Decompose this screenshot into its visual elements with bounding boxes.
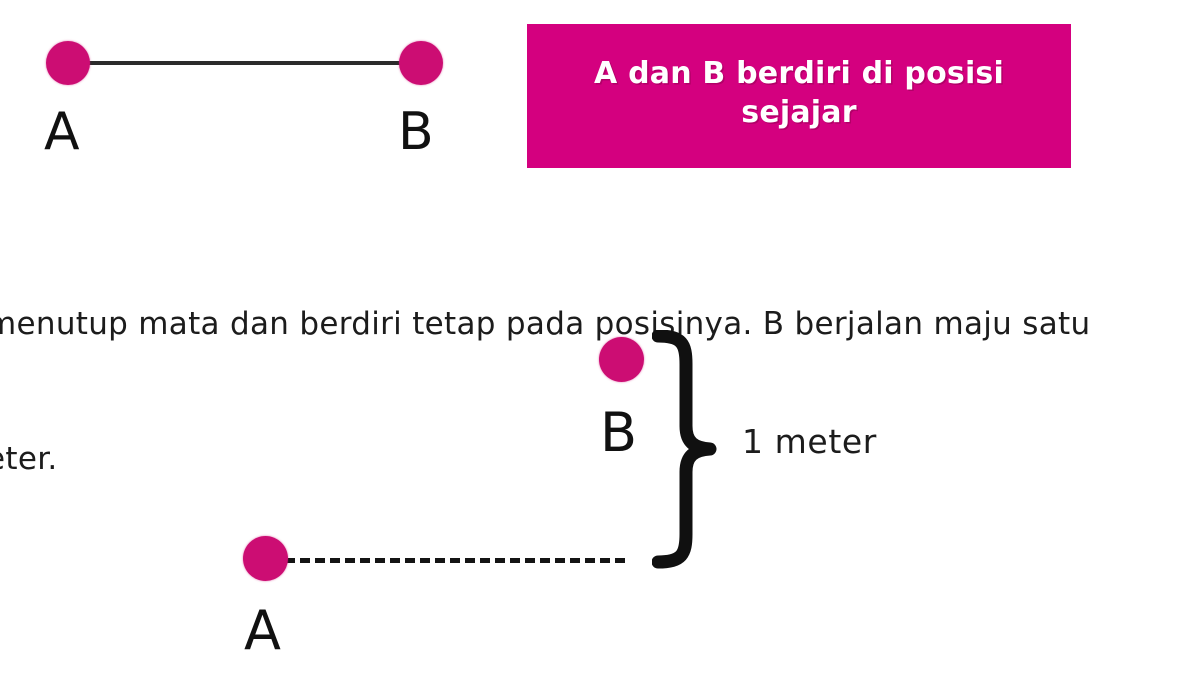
callout-banner: A dan B berdiri di posisi sejajar [527,24,1071,168]
bottom-diagram: B A [0,318,1200,675]
body-paragraph: menutup mata dan berdiri tetap pada posi… [0,212,1200,572]
paragraph-line-2: eter. [0,440,58,477]
point-marker-b-top [399,41,443,85]
measurement-label-1-meter: 1 meter [742,422,877,461]
connector-line-a-to-b-top [78,61,423,65]
point-marker-a-bottom [243,536,288,581]
paragraph-line-1: menutup mata dan berdiri tetap pada posi… [0,305,1091,342]
point-label-b-bottom: B [600,401,638,464]
curly-brace-right-icon [652,330,732,570]
point-label-a-bottom: A [244,599,281,662]
connector-line-a-dashed-bottom [285,558,625,563]
point-marker-a-top [46,41,90,85]
top-diagram: A B [0,0,520,190]
point-marker-b-bottom [599,337,644,382]
point-label-a-top: A [44,102,80,162]
callout-banner-text: A dan B berdiri di posisi sejajar [594,56,1004,130]
point-label-b-top: B [398,102,434,162]
